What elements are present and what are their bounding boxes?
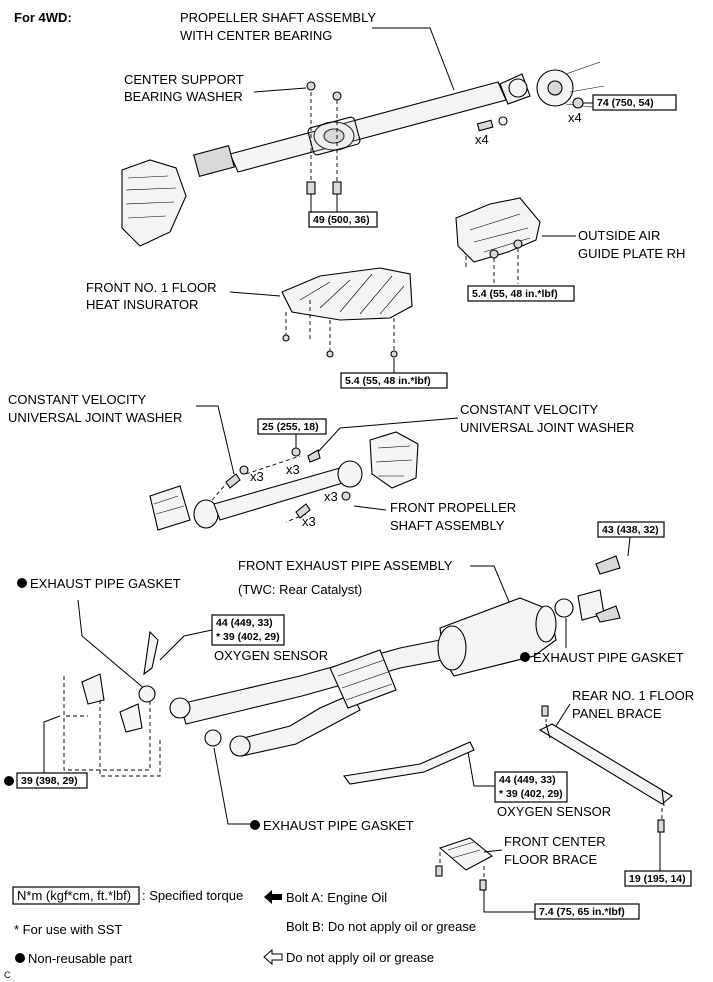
exhaust-pipe-drawing bbox=[63, 555, 621, 785]
propeller-shaft-label-line2: WITH CENTER BEARING bbox=[180, 28, 332, 43]
front-center-brace-label-line1: FRONT CENTER bbox=[504, 834, 606, 849]
non-reusable-legend-icon bbox=[15, 953, 25, 963]
cv-washer-right-label-line2: UNIVERSAL JOINT WASHER bbox=[460, 420, 634, 435]
legend-non-reusable: Non-reusable part bbox=[28, 951, 132, 966]
qty-x3-d: x3 bbox=[302, 514, 316, 529]
corner-mark: C bbox=[4, 970, 11, 980]
front-exhaust-pipe-label: FRONT EXHAUST PIPE ASSEMBLY bbox=[238, 558, 453, 573]
twc-note: (TWC: Rear Catalyst) bbox=[238, 582, 362, 597]
legend-sst: * For use with SST bbox=[14, 922, 122, 937]
heat-insulator-drawing bbox=[281, 267, 413, 358]
exhaust-gasket-bottom-label: EXHAUST PIPE GASKET bbox=[263, 818, 414, 833]
torque-43: 43 (438, 32) bbox=[602, 524, 659, 536]
torque-5-4-insulator: 5.4 (55, 48 in.*lbf) bbox=[345, 375, 431, 387]
legend-torque-text: : Specified torque bbox=[142, 888, 243, 903]
air-guide-label-line2: GUIDE PLATE RH bbox=[578, 246, 685, 261]
qty-x4-nut: x4 bbox=[568, 110, 582, 125]
transfer-case-drawing bbox=[369, 431, 419, 489]
exhaust-gasket-right-label: EXHAUST PIPE GASKET bbox=[533, 650, 684, 665]
qty-x3-b: x3 bbox=[286, 462, 300, 477]
cv-washer-left-label-line1: CONSTANT VELOCITY bbox=[8, 392, 147, 407]
legend-torque-box: N*m (kgf*cm, ft.*lbf) bbox=[17, 888, 131, 903]
torque-39-sst-a: * 39 (402, 29) bbox=[216, 631, 280, 643]
heat-insulator-label-line1: FRONT NO. 1 FLOOR bbox=[86, 280, 217, 295]
torque-25: 25 (255, 18) bbox=[262, 421, 319, 433]
torque-44-a: 44 (449, 33) bbox=[216, 617, 273, 629]
front-propeller-shaft-drawing bbox=[149, 460, 363, 531]
diagram-heading: For 4WD: bbox=[14, 10, 72, 25]
cv-washer-right-label-line1: CONSTANT VELOCITY bbox=[460, 402, 599, 417]
transmission-housing-drawing bbox=[121, 159, 187, 247]
differential-flange-drawing bbox=[536, 61, 605, 109]
cv-washer-left-label-line2: UNIVERSAL JOINT WASHER bbox=[8, 410, 182, 425]
heat-insulator-label-line2: HEAT INSURATOR bbox=[86, 297, 198, 312]
non-reusable-marker-gasket-top bbox=[17, 578, 27, 588]
front-center-brace-label-line2: FLOOR BRACE bbox=[504, 852, 598, 867]
cv-joint-hardware bbox=[211, 447, 351, 523]
air-guide-label-line1: OUTSIDE AIR bbox=[578, 228, 660, 243]
legend-no-oil: Do not apply oil or grease bbox=[286, 950, 434, 965]
qty-x4-bolt: x4 bbox=[475, 132, 489, 147]
bolt-a-arrow-icon bbox=[264, 890, 282, 904]
rear-floor-brace-drawing bbox=[538, 705, 673, 833]
legend-bolt-a: Bolt A: Engine Oil bbox=[286, 890, 387, 905]
torque-74: 74 (750, 54) bbox=[597, 97, 654, 109]
torque-39: 39 (398, 29) bbox=[21, 775, 78, 787]
front-propeller-label-line1: FRONT PROPELLER bbox=[390, 500, 516, 515]
torque-5-4-guide: 5.4 (55, 48 in.*lbf) bbox=[472, 288, 558, 300]
propeller-shaft-label-line1: PROPELLER SHAFT ASSEMBLY bbox=[180, 10, 376, 25]
torque-49: 49 (500, 36) bbox=[313, 214, 370, 226]
rear-brace-label-line1: REAR NO. 1 FLOOR bbox=[572, 688, 694, 703]
air-guide-plate-drawing bbox=[455, 197, 541, 284]
propeller-shaft-drawing bbox=[193, 73, 531, 177]
front-propeller-label-line2: SHAFT ASSEMBLY bbox=[390, 518, 505, 533]
propeller-hardware bbox=[306, 81, 584, 195]
qty-x3-c: x3 bbox=[324, 489, 338, 504]
non-reusable-marker-gasket-bottom bbox=[250, 820, 260, 830]
exhaust-gasket-top-left-label: EXHAUST PIPE GASKET bbox=[30, 576, 181, 591]
center-support-label-line1: CENTER SUPPORT bbox=[124, 72, 244, 87]
no-oil-arrow-icon bbox=[263, 948, 283, 966]
oxygen-sensor-1-label: OXYGEN SENSOR bbox=[214, 648, 328, 663]
legend-bolt-b: Bolt B: Do not apply oil or grease bbox=[286, 919, 476, 934]
torque-44-b: 44 (449, 33) bbox=[499, 774, 556, 786]
torque-39-sst-b: * 39 (402, 29) bbox=[499, 788, 563, 800]
rear-brace-label-line2: PANEL BRACE bbox=[572, 706, 662, 721]
non-reusable-marker-gasket-right bbox=[520, 652, 530, 662]
qty-x3-a: x3 bbox=[250, 469, 264, 484]
front-center-brace-drawing bbox=[435, 837, 493, 891]
torque-19: 19 (195, 14) bbox=[629, 873, 686, 885]
torque-7-4: 7.4 (75, 65 in.*lbf) bbox=[539, 906, 625, 918]
oxygen-sensor-2-label: OXYGEN SENSOR bbox=[497, 804, 611, 819]
non-reusable-marker-39 bbox=[4, 776, 14, 786]
center-support-label-line2: BEARING WASHER bbox=[124, 89, 243, 104]
